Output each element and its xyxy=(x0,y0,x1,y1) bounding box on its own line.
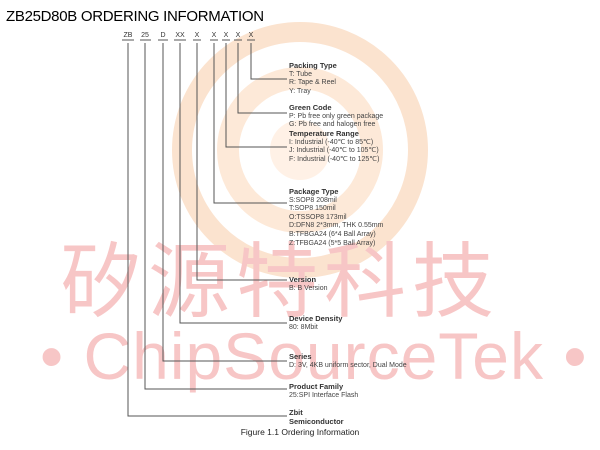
heading: Packing Type xyxy=(289,61,337,70)
code-family: 25 xyxy=(141,32,149,39)
page-title: ZB25D80B ORDERING INFORMATION xyxy=(6,8,264,25)
option: I: Industrial (-40℃ to 85℃) xyxy=(289,138,374,146)
code-packing: X xyxy=(248,32,254,39)
heading: Device Density xyxy=(289,314,343,323)
section-manufacturer: Zbit Semiconductor xyxy=(289,408,344,426)
heading: Zbit xyxy=(289,408,303,417)
option: O:TSSOP8 173mil xyxy=(289,213,347,221)
section-device-density: Device Density 80: 8Mbit xyxy=(289,314,343,332)
section-series: Series D: 3V, 4KB uniform sector, Dual M… xyxy=(289,352,407,370)
heading: Green Code xyxy=(289,103,332,112)
heading: Version xyxy=(289,275,317,284)
section-packing-type: Packing Type T: Tube R: Tape & Reel Y: T… xyxy=(289,61,337,96)
option: G: Pb free and halogen free xyxy=(289,121,376,129)
option: D:DFN8 2*3mm, THK 0.55mm xyxy=(289,222,384,230)
heading: Temperature Range xyxy=(289,129,359,138)
code-version: X xyxy=(194,32,200,39)
option: Y: Tray xyxy=(289,87,311,95)
section-product-family: Product Family 25:SPI Interface Flash xyxy=(289,382,359,400)
option: S:SOP8 208mil xyxy=(289,196,337,204)
option: 25:SPI Interface Flash xyxy=(289,391,359,399)
code-manufacturer: ZB xyxy=(123,32,133,39)
heading: Product Family xyxy=(289,382,344,391)
code-temperature: X xyxy=(223,32,229,39)
code-green: X xyxy=(235,32,241,39)
option: D: 3V, 4KB uniform sector, Dual Mode xyxy=(289,361,407,369)
heading: Package Type xyxy=(289,187,339,196)
option: J: Industrial (-40℃ to 105℃) xyxy=(289,147,379,155)
option: B:TFBGA24 (6*4 Ball Array) xyxy=(289,230,376,238)
code-density: XX xyxy=(175,32,185,39)
heading: Series xyxy=(289,352,312,361)
section-green-code: Green Code P: Pb free only green package… xyxy=(289,103,384,130)
option: R: Tape & Reel xyxy=(289,79,336,87)
section-temperature-range: Temperature Range I: Industrial (-40℃ to… xyxy=(289,129,380,164)
section-package-type: Package Type S:SOP8 208mil T:SOP8 150mil… xyxy=(289,187,384,248)
option: B: B Version xyxy=(289,284,328,292)
option: Z:TFBGA24 (5*5 Ball Array) xyxy=(289,239,376,247)
option: F: Industrial (-40℃ to 125℃) xyxy=(289,155,380,163)
option: 80: 8Mbit xyxy=(289,323,318,331)
option: T: Tube xyxy=(289,70,312,78)
section-version: Version B: B Version xyxy=(289,275,328,293)
option: Semiconductor xyxy=(289,416,344,426)
option: P: Pb free only green package xyxy=(289,112,384,120)
code-package: X xyxy=(211,32,217,39)
figure-caption: Figure 1.1 Ordering Information xyxy=(240,427,360,437)
option: T:SOP8 150mil xyxy=(289,205,336,213)
code-series: D xyxy=(160,32,166,39)
